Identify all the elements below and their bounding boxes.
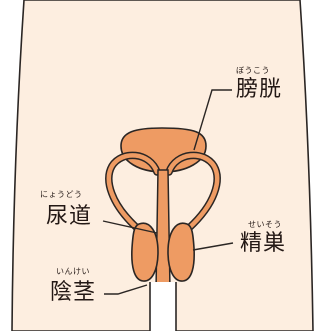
bladder-label: 膀胱 (236, 79, 282, 101)
penis-label: 陰茎 (50, 282, 96, 304)
penis (150, 282, 176, 331)
urethra (156, 170, 170, 290)
testis-ruby: せいそう (248, 221, 282, 229)
bladder (121, 128, 206, 172)
bladder-ruby: ぼうこう (236, 67, 270, 75)
urethra-ruby: にょうどう (40, 191, 83, 199)
testis-label: 精巣 (240, 233, 286, 255)
right-testis (168, 223, 194, 281)
urethra-label: 尿道 (46, 206, 92, 228)
penis-ruby: いんけい (56, 268, 90, 276)
